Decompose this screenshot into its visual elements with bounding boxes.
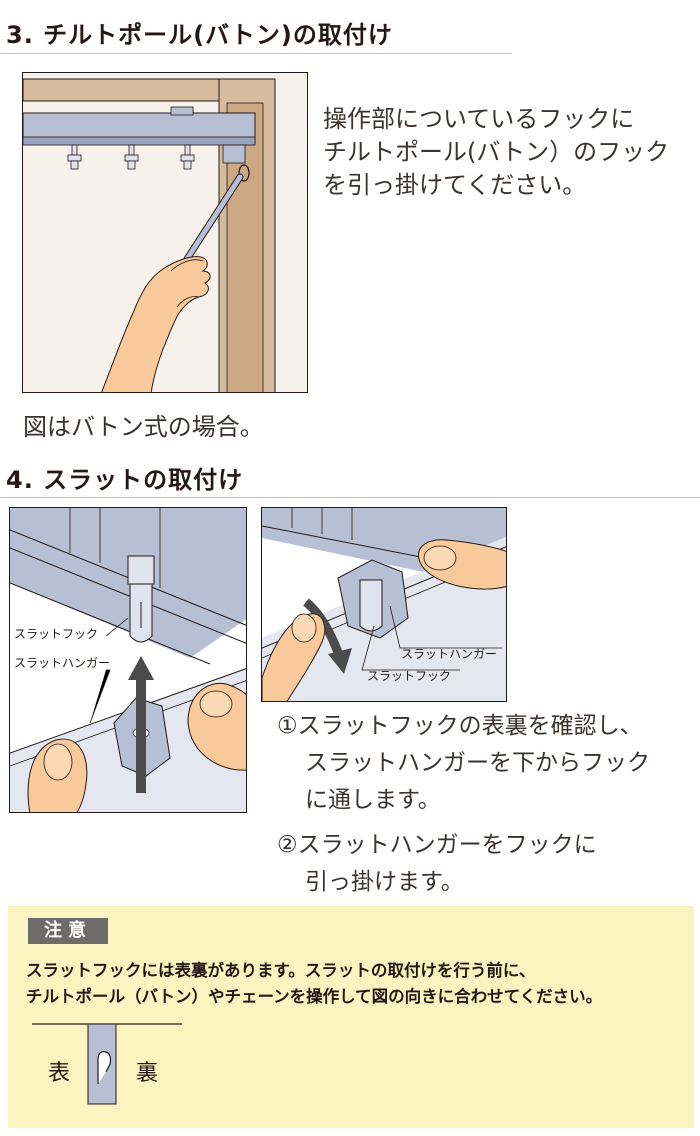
fig2-label-slat-hanger: スラットハンガー (401, 647, 498, 661)
tilt-pole-illustration (23, 73, 307, 392)
caution-box: 注意 スラットフックには表裏があります。スラットの取付けを行う前に、 チルトポー… (8, 906, 694, 1128)
section3-instruction: 操作部についているフックに チルトポール(バトン）のフック を引っ掛けてください… (323, 103, 669, 202)
instruction-line-3: を引っ掛けてください。 (323, 171, 587, 199)
step-2-line-2: 引っ掛けます。 (305, 869, 464, 895)
instruction-line-1: 操作部についているフックに (323, 105, 635, 133)
step-1-line-3: に通します。 (305, 787, 441, 813)
slat-insert-figure (9, 507, 247, 813)
slat-insert-illustration (10, 508, 246, 812)
step-1-line-1: ①スラットフックの表裏を確認し、 (277, 713, 643, 739)
section3-caption: 図はバトン式の場合。 (23, 413, 264, 441)
section3-figure (22, 72, 308, 393)
fig1-label-slat-hook: スラットフック (14, 627, 99, 641)
caution-line-2: チルトポール（バトン）やチェーンを操作して図の向きに合わせてください。 (26, 987, 603, 1006)
label-back: 裏 (136, 1061, 159, 1086)
fig2-label-slat-hook: スラットフック (367, 669, 452, 683)
section3-heading: 3. チルトポール(バトン)の取付け (6, 21, 393, 49)
section3-rule (0, 53, 512, 54)
fig1-label-slat-hanger: スラットハンガー (14, 656, 111, 670)
hook-orientation-diagram (32, 1023, 182, 1105)
caution-line-1: スラットフックには表裏があります。スラットの取付けを行う前に、 (26, 961, 536, 980)
label-front: 表 (48, 1061, 71, 1086)
slat-hook-illustration (262, 508, 506, 701)
section4-rule (0, 497, 700, 498)
caution-tag: 注意 (28, 918, 108, 944)
section4-heading: 4. スラットの取付け (6, 466, 244, 494)
step-1-line-2: スラットハンガーを下からフック (305, 750, 650, 776)
instruction-line-2: チルトポール(バトン）のフック (323, 138, 670, 166)
slat-hook-figure (261, 507, 507, 702)
step-2-line-1: ②スラットハンガーをフックに (277, 832, 597, 858)
